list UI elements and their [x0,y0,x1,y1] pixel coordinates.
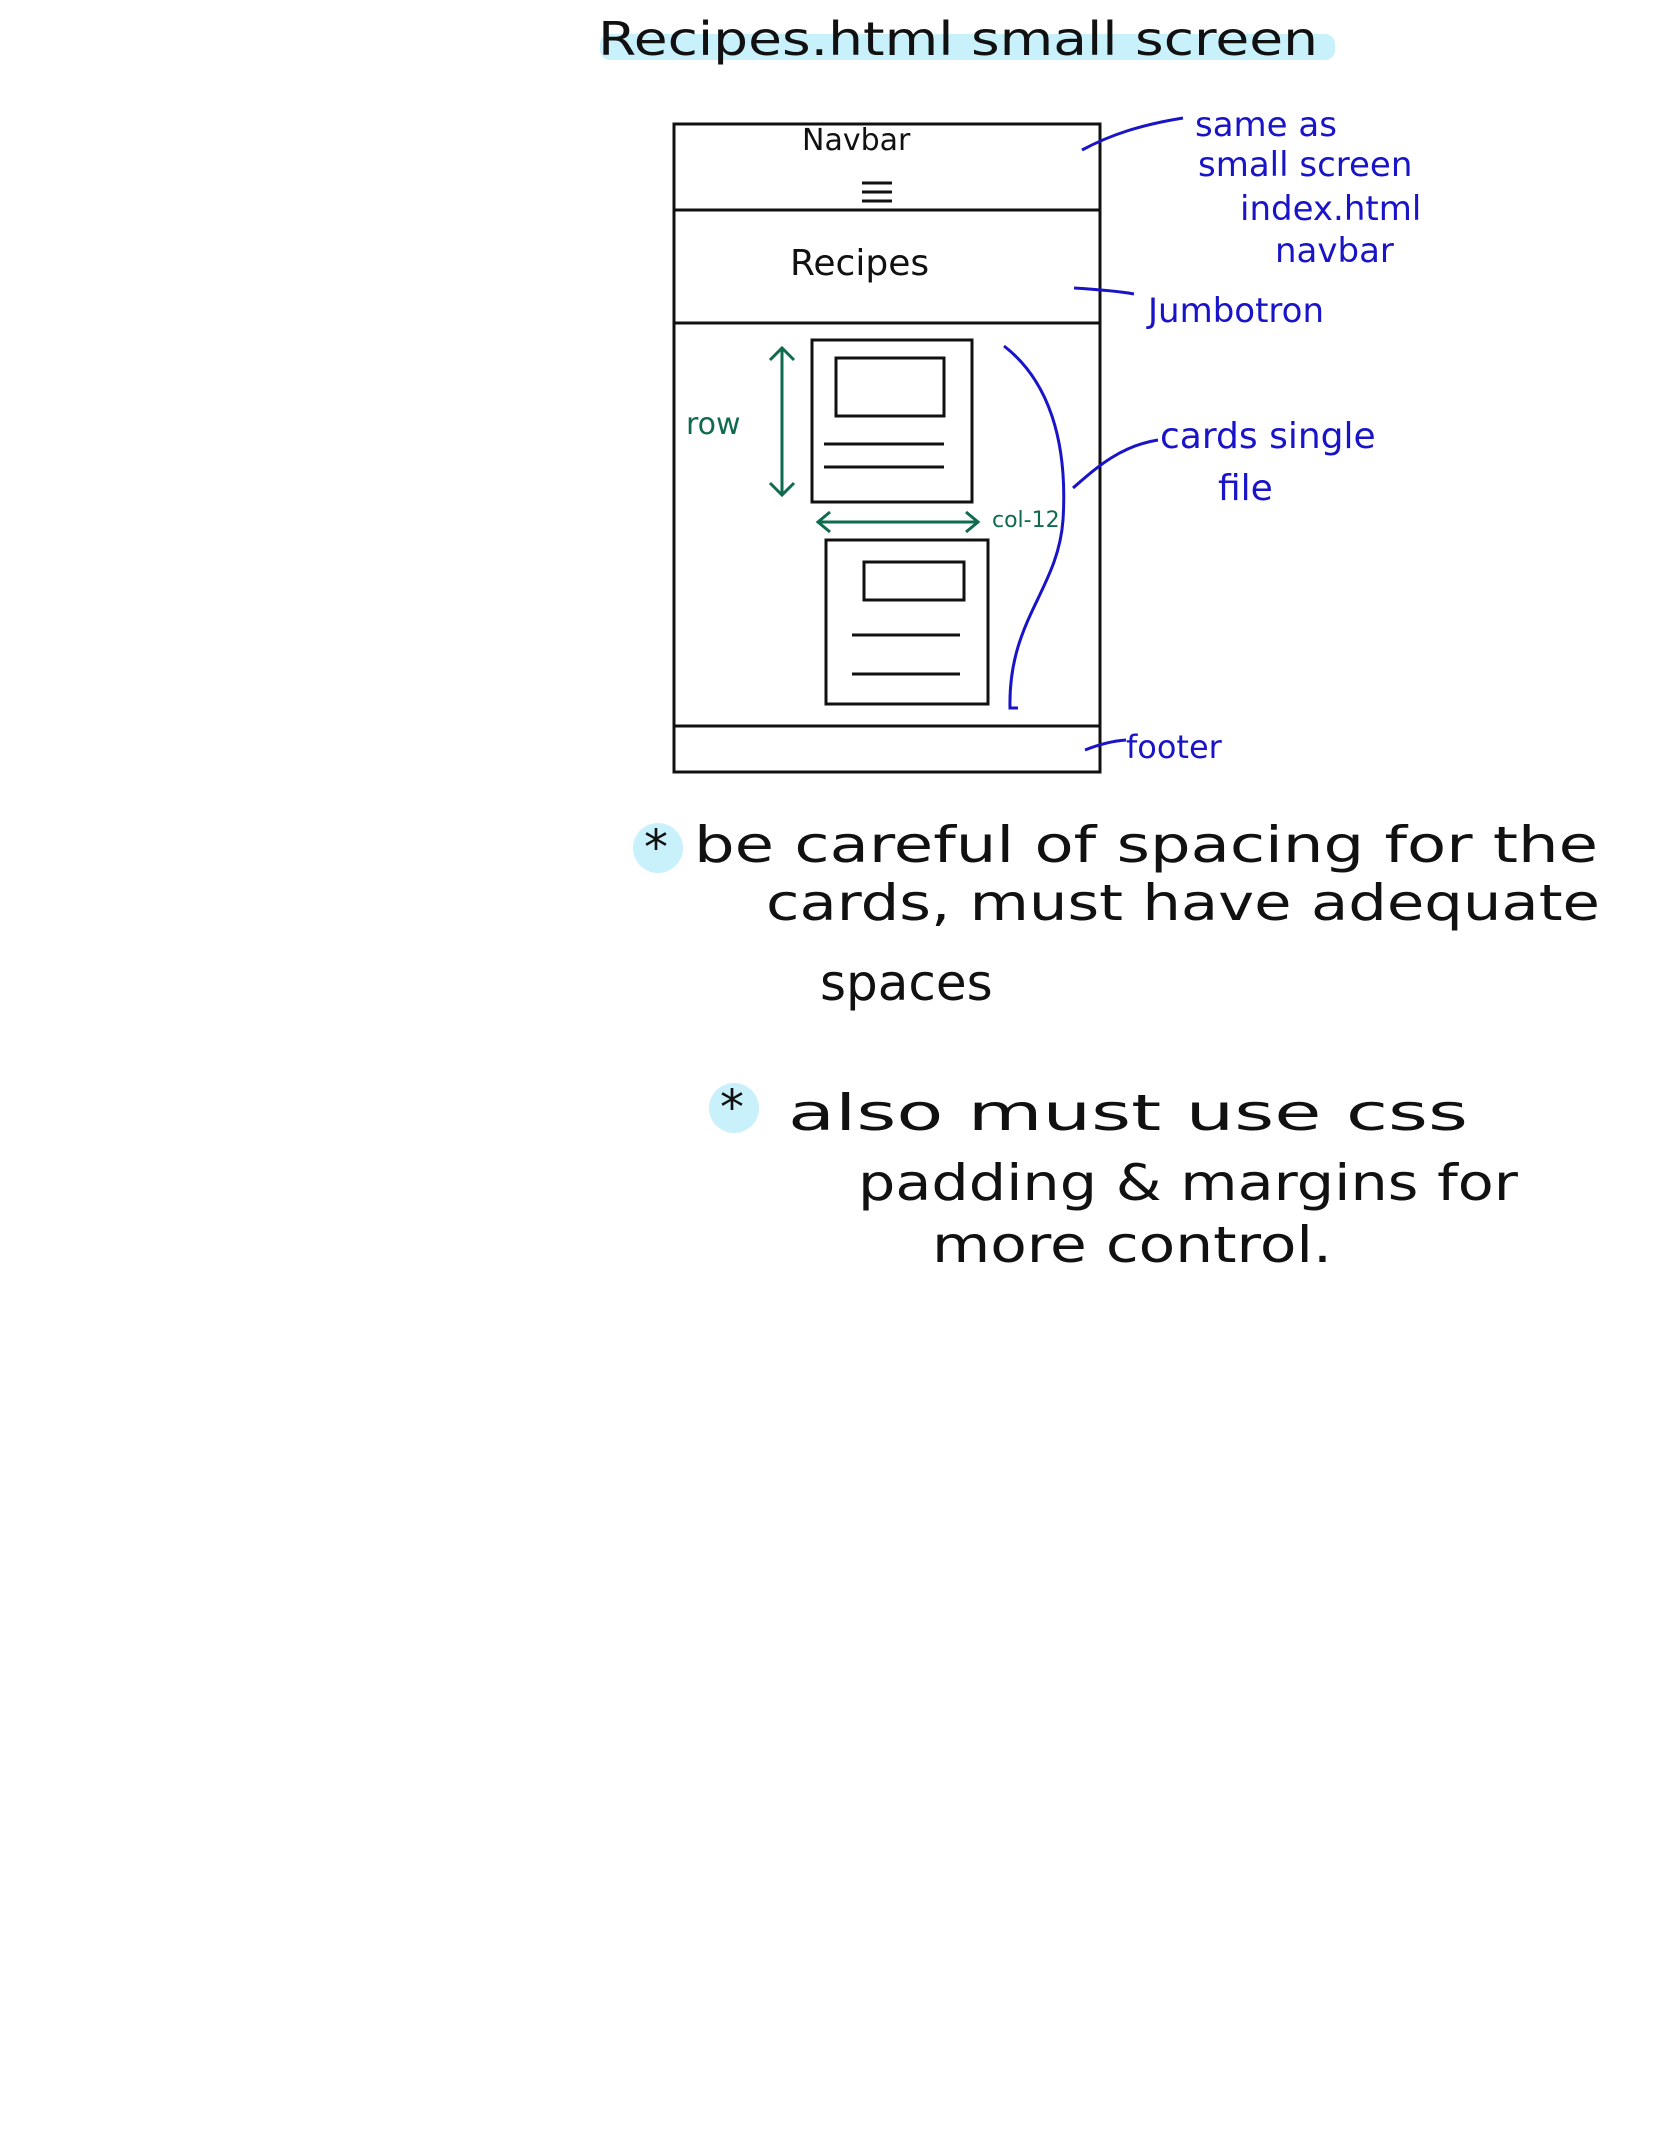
note2-bullet: * [720,1080,744,1136]
cards-note: cards single file [1160,416,1376,509]
cards-note-line: file [1218,468,1273,509]
card-1 [810,338,974,504]
navbar-label: Navbar [802,123,911,158]
col-arrow [815,510,981,534]
note1-highlight [633,823,683,873]
note1-bullet: * [644,820,668,876]
jumbotron-pointer [1073,286,1135,296]
note2-line: padding & margins for [858,1154,1519,1212]
annotation-pointers [1003,116,1184,752]
cards-note-line: cards single [1160,416,1376,457]
phone-frame [672,122,1102,774]
navbar-note-line: index.html [1240,189,1421,229]
title-highlight [600,34,1335,60]
footer-pointer [1084,738,1127,752]
page-title: Recipes.html small screen [598,12,1318,66]
note2-highlight [709,1083,759,1133]
jumbotron-title: Recipes [790,243,929,284]
note1-line: spaces [820,954,993,1012]
row-label: row [686,407,741,442]
navbar-note: same as small screen index.html navbar [1195,105,1421,271]
hamburger-menu-icon [862,181,892,203]
note1-line: be careful of spacing for the [694,816,1598,874]
col-label: col-12 [992,508,1060,533]
note-2: also must use css padding & margins for … [788,1084,1519,1274]
footer-note: footer [1126,728,1223,766]
card-image [862,560,966,602]
note2-line: also must use css [788,1084,1468,1142]
note2-line: more control. [932,1216,1332,1274]
navbar-note-line: navbar [1275,231,1394,271]
row-arrow [768,345,796,498]
jumbotron-note: Jumbotron [1146,291,1324,331]
note-1: be careful of spacing for the cards, mus… [694,816,1600,1012]
card-2 [824,538,990,706]
navbar-note-line: small screen [1198,145,1412,185]
cards-pointer [1072,438,1159,490]
card-image [834,356,946,418]
navbar-note-line: same as [1195,105,1337,145]
navbar-pointer [1081,116,1184,152]
cards-bracket [1003,344,1066,710]
note1-line: cards, must have adequate [766,874,1600,932]
